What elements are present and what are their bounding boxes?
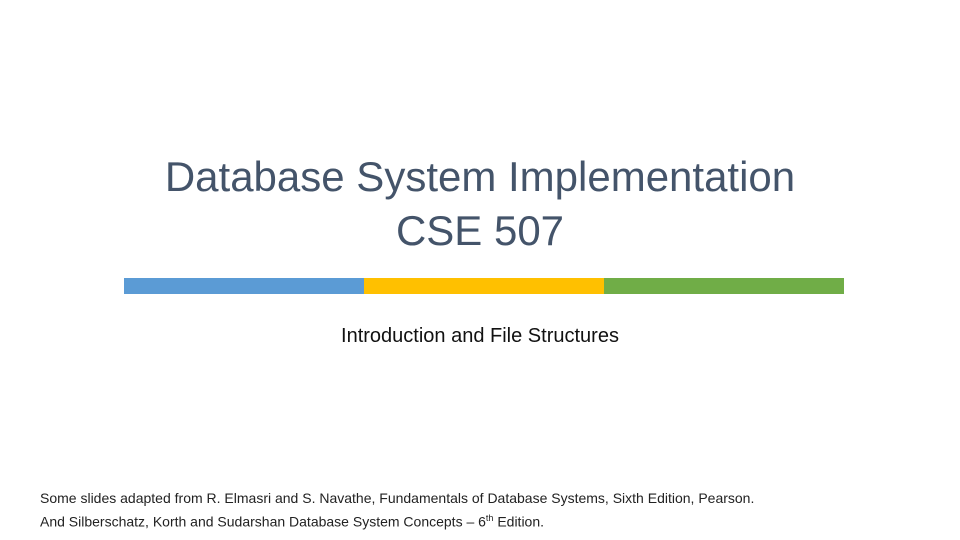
divider-segment-green xyxy=(604,278,844,294)
attribution-line-2-sup: th xyxy=(485,513,494,523)
attribution-line-1: Some slides adapted from R. Elmasri and … xyxy=(40,490,755,506)
color-divider-bar xyxy=(124,278,844,294)
divider-segment-yellow xyxy=(364,278,604,294)
slide-subtitle: Introduction and File Structures xyxy=(341,325,619,347)
attribution-line-2-prefix: And Silberschatz, Korth and Sudarshan Da… xyxy=(40,513,486,530)
title-line-2: CSE 507 xyxy=(395,207,565,254)
divider-segment-blue xyxy=(124,278,364,294)
slide-title: Database System Implementation CSE 507 xyxy=(0,150,960,258)
title-line-1: Database System Implementation xyxy=(164,153,796,200)
attribution-line-2: And Silberschatz, Korth and Sudarshan Da… xyxy=(40,508,930,532)
attribution-footer: Some slides adapted from R. Elmasri and … xyxy=(40,488,930,532)
attribution-line-2-suffix: Edition. xyxy=(493,513,545,530)
